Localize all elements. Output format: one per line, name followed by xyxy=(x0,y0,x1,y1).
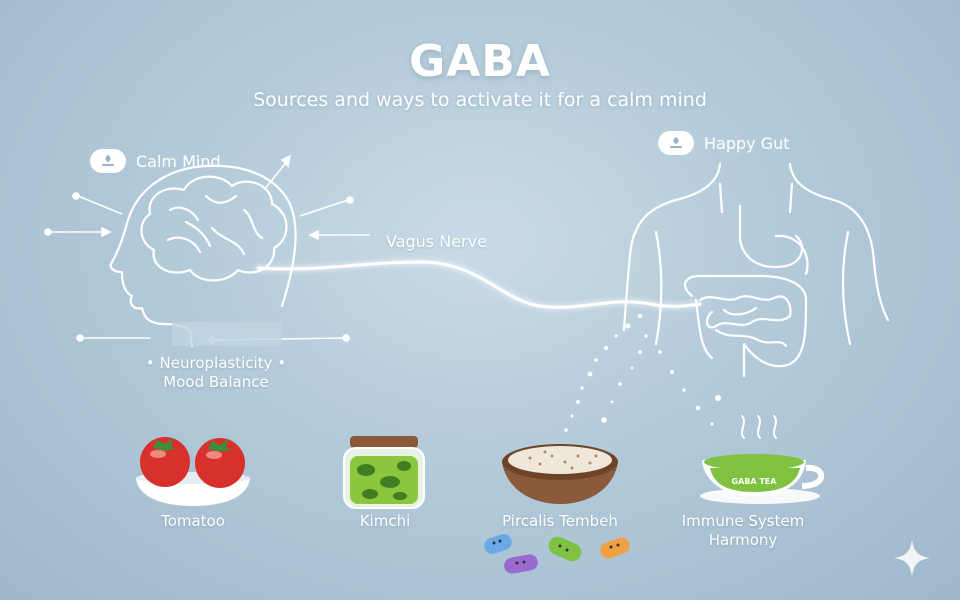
probiotic-bacteria-icon xyxy=(484,534,630,574)
food-label-tempeh: Pircalis Tembeh xyxy=(502,512,618,530)
bullet-icon: • xyxy=(277,354,287,372)
vagus-nerve-label: Vagus Nerve xyxy=(386,232,487,251)
tomato-icon xyxy=(136,437,250,506)
cup-text: GABA TEA xyxy=(732,477,778,486)
arrow-icons xyxy=(44,154,370,346)
leaf-icon xyxy=(658,131,694,155)
mood-balance-label: Mood Balance xyxy=(163,373,269,391)
kimchi-jar-icon xyxy=(343,436,425,509)
food-label-tomato: Tomatoo xyxy=(161,512,225,530)
sparkle-dots xyxy=(564,314,721,432)
happy-gut-label: Happy Gut xyxy=(704,133,790,153)
leaf-icon xyxy=(90,149,126,173)
head-brain-icon xyxy=(109,164,297,348)
food-label-kimchi: Kimchi xyxy=(359,512,411,530)
torso-gut-icon xyxy=(622,162,890,378)
tempeh-bowl-icon xyxy=(502,444,618,504)
calm-mind-label: Calm Mind xyxy=(136,151,221,171)
bullet-icon: • xyxy=(145,354,155,372)
neuroplasticity-label: • Neuroplasticity • xyxy=(145,354,287,372)
sparkle-icon xyxy=(894,540,930,576)
food-label-tea: Immune System Harmony xyxy=(681,512,805,549)
vagus-nerve-line xyxy=(256,260,702,309)
tea-cup-icon: GABA TEA xyxy=(700,415,825,504)
happy-gut-badge: Happy Gut xyxy=(658,131,790,155)
calm-mind-badge: Calm Mind xyxy=(90,149,221,173)
page-subtitle: Sources and ways to activate it for a ca… xyxy=(253,89,707,111)
page-title: GABA xyxy=(409,36,551,87)
